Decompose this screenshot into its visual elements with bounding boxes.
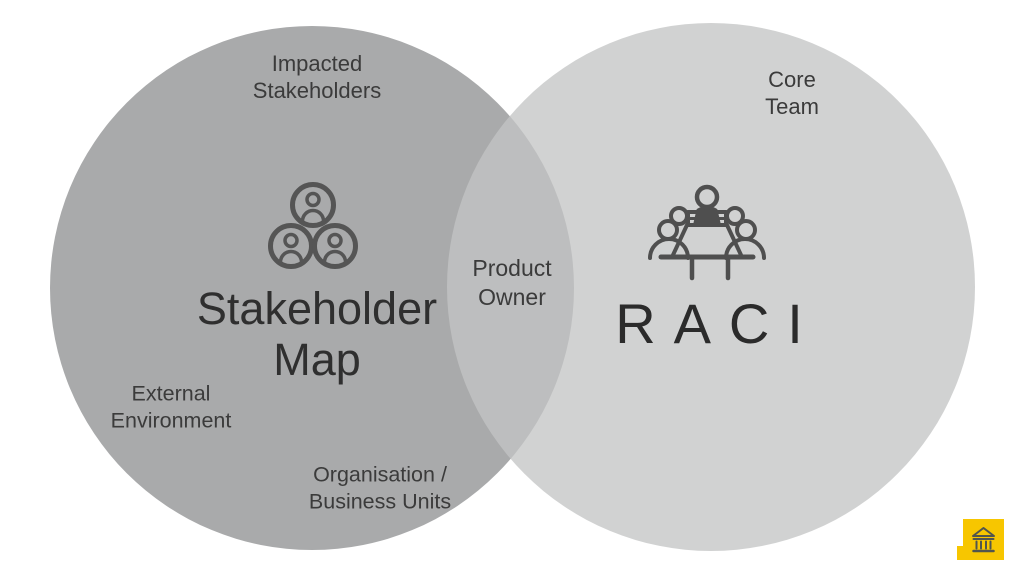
right-circle-raci: [447, 23, 975, 551]
right-circle-title: RACI: [615, 292, 821, 355]
bank-icon: [972, 527, 995, 553]
meeting-table-icon: [648, 184, 766, 281]
left-circle-stakeholder-map: [50, 26, 574, 550]
label-product-owner: Product Owner: [472, 255, 552, 310]
label-organisation-business-units: Organisation / Business Units: [308, 462, 452, 514]
label-impacted-stakeholders: Impacted Stakeholders: [252, 51, 382, 103]
label-core-team: Core Team: [765, 67, 819, 119]
label-external-environment: External Environment: [110, 381, 232, 433]
people-group-icon: [268, 182, 358, 269]
logo-badge: [957, 519, 1004, 560]
left-circle-title: Stakeholder Map: [196, 283, 438, 385]
